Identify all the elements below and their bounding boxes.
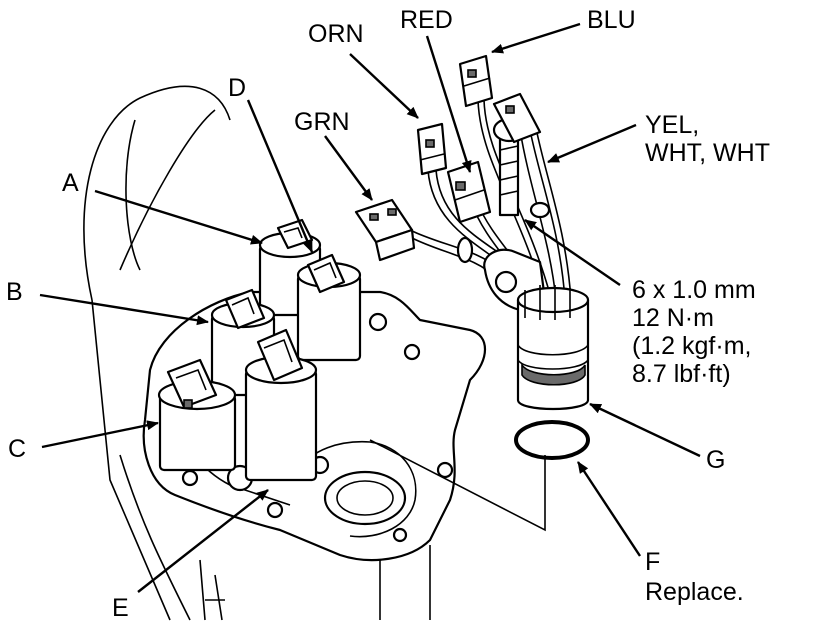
o-ring-f <box>514 420 590 460</box>
connector-yel-wht <box>492 92 542 144</box>
label-torque-line3: (1.2 kgf·m, <box>632 332 751 360</box>
label-grn: GRN <box>294 108 350 136</box>
label-orn: ORN <box>308 20 364 48</box>
solenoid-right <box>296 253 362 362</box>
label-g: G <box>706 446 725 474</box>
label-a: A <box>62 169 79 197</box>
label-b: B <box>6 278 23 306</box>
label-torque-line2: 12 N·m <box>632 304 714 332</box>
labels: A B C D E F Replace. G ORN RED BLU GRN Y… <box>6 6 770 622</box>
solenoid-c <box>157 358 237 472</box>
connector-grn <box>354 198 416 262</box>
label-e: E <box>112 594 129 622</box>
leader-lines <box>39 22 701 593</box>
connector-blu <box>458 54 494 108</box>
label-f: F <box>645 548 660 576</box>
solenoid-e <box>244 328 318 482</box>
label-torque-line4: 8.7 lbf·ft) <box>632 360 731 388</box>
sensor-g <box>516 285 590 411</box>
label-d: D <box>228 74 246 102</box>
connector-orn <box>416 122 448 176</box>
label-c: C <box>8 435 26 463</box>
label-f-note: Replace. <box>645 578 744 606</box>
label-blu: BLU <box>587 6 636 34</box>
label-torque-line1: 6 x 1.0 mm <box>632 276 756 304</box>
label-yel-line2: WHT, WHT <box>645 139 770 167</box>
label-yel-line1: YEL, <box>645 111 699 139</box>
label-red: RED <box>400 6 453 34</box>
connector-red <box>446 160 492 224</box>
